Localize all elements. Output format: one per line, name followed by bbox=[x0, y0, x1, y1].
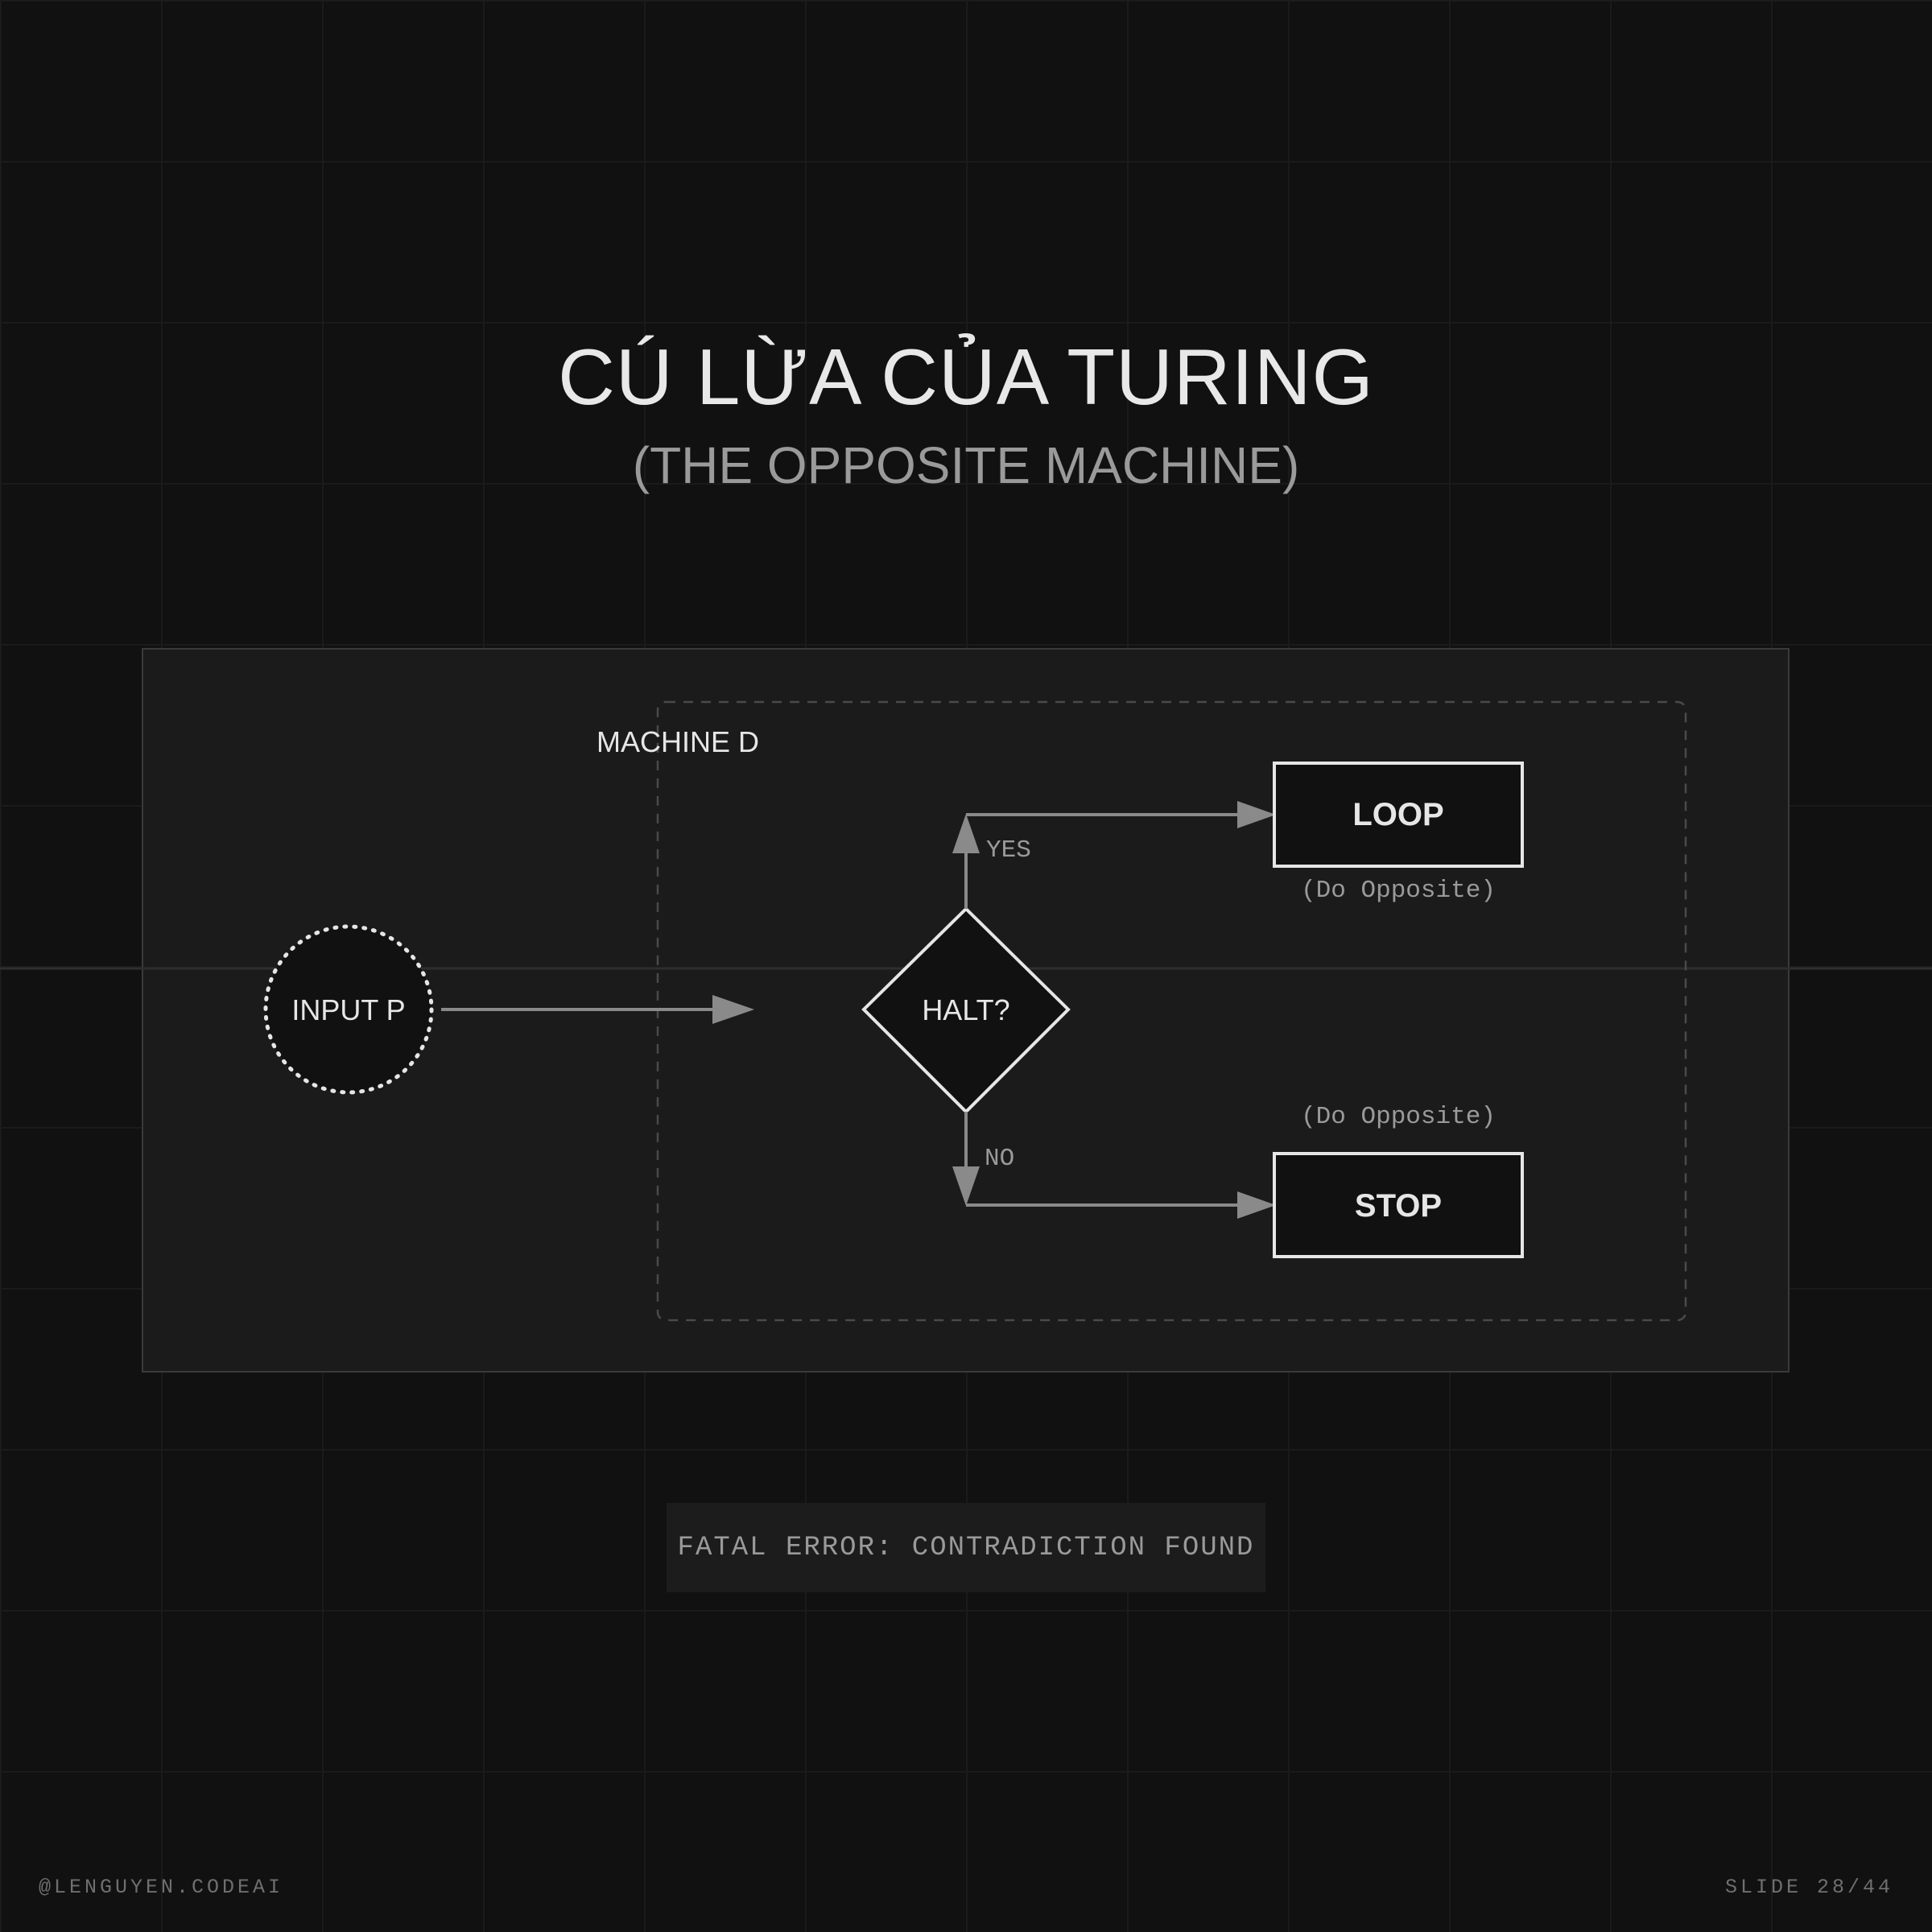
slide-title: CÚ LỪA CỦA TURING bbox=[558, 332, 1374, 421]
stop-box bbox=[1273, 1152, 1524, 1258]
slide-counter: SLIDE 28/44 bbox=[1724, 1876, 1893, 1899]
loop-box bbox=[1273, 762, 1524, 868]
input-node-label: INPUT P bbox=[291, 993, 405, 1026]
loop-note: (Do Opposite) bbox=[1301, 877, 1496, 905]
author-handle: @LENGUYEN.CODEAI bbox=[39, 1876, 284, 1899]
stop-box-label: STOP bbox=[1355, 1188, 1442, 1224]
input-arrow-head bbox=[712, 995, 754, 1024]
yes-arrow-right-head bbox=[1237, 801, 1276, 828]
input-node bbox=[263, 924, 434, 1095]
yes-label: YES bbox=[986, 836, 1031, 865]
yes-arrow-up-head bbox=[952, 814, 980, 853]
loop-box-label: LOOP bbox=[1352, 797, 1443, 832]
stop-note: (Do Opposite) bbox=[1301, 1103, 1496, 1131]
error-banner: FATAL ERROR: CONTRADICTION FOUND bbox=[667, 1503, 1265, 1592]
error-message: FATAL ERROR: CONTRADICTION FOUND bbox=[677, 1532, 1255, 1563]
slide-subtitle: (THE OPPOSITE MACHINE) bbox=[632, 436, 1300, 494]
no-arrow-right-head bbox=[1237, 1191, 1276, 1219]
no-label: NO bbox=[985, 1145, 1014, 1173]
no-arrow-down-head bbox=[952, 1166, 980, 1206]
machine-d-label: MACHINE D bbox=[597, 725, 759, 758]
decision-node-label: HALT? bbox=[922, 993, 1009, 1026]
